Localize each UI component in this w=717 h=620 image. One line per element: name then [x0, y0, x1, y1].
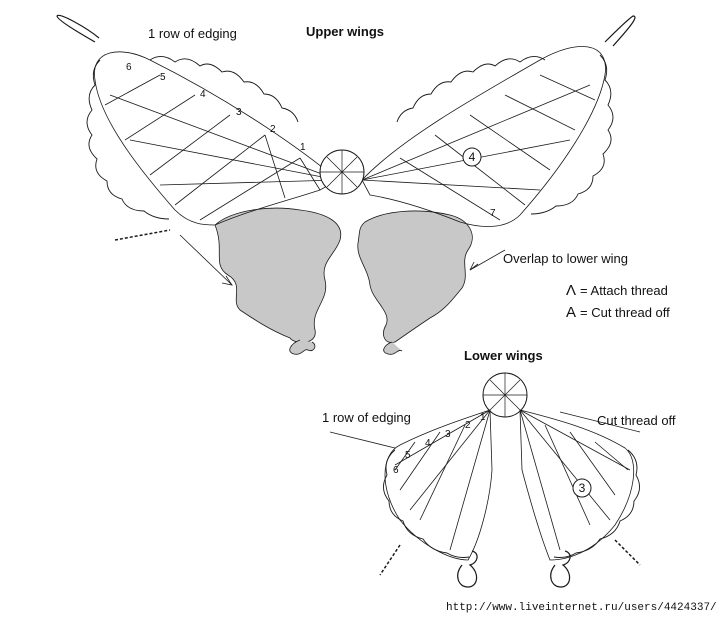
- crochet-chart: 4 1 2 3 4 5 6 7: [56, 14, 641, 588]
- cut-symbol: A: [566, 304, 577, 321]
- upper-row-number: 3: [236, 107, 242, 118]
- lower-edging-label: 1 row of edging: [322, 410, 411, 425]
- right-tail: [383, 341, 403, 355]
- lower-row-number: 4: [425, 438, 431, 449]
- left-lower-edging: [383, 449, 470, 558]
- upper-part-number: 4: [469, 150, 476, 164]
- left-thread-end: [114, 229, 171, 241]
- right-lower-edging: [553, 449, 640, 558]
- lower-part-number-circle: [572, 478, 592, 498]
- right-upper-wing: [361, 46, 606, 227]
- upper-center-spokes: [320, 150, 364, 194]
- right-hanging-loop: [604, 15, 636, 47]
- lower-row-number: 6: [393, 465, 399, 476]
- lower-pointer-arrows: [329, 411, 641, 449]
- overlap-arrows: [179, 234, 506, 286]
- left-hanging-loop: [56, 14, 100, 43]
- upper-row-number: 5: [160, 72, 166, 83]
- legend-cut: A = Cut thread off: [566, 305, 670, 320]
- attach-text: = Attach thread: [580, 283, 668, 298]
- overlap-label: Overlap to lower wing: [503, 251, 628, 266]
- lower-row-number: 5: [405, 450, 411, 461]
- upper-wings-title: Upper wings: [306, 24, 385, 39]
- lower-cut-label: Cut thread off: [597, 413, 676, 428]
- watermark-url: http://www.liveinternet.ru/users/4424337…: [446, 602, 717, 614]
- upper-row-number: 2: [270, 124, 276, 135]
- right-lower-thread-end: [614, 539, 641, 566]
- left-upper-wing: [94, 51, 339, 226]
- lower-row-number: 3: [445, 429, 451, 440]
- lower-row-number: 1: [480, 412, 486, 423]
- right-overlap-shape: [357, 210, 473, 343]
- lower-wings-title: Lower wings: [464, 348, 543, 363]
- left-lower-thread-end: [379, 544, 401, 576]
- right-upper-edging: [396, 54, 614, 215]
- upper-wings-diagram: 4 1 2 3 4 5 6 7: [56, 14, 636, 355]
- upper-edging-label: 1 row of edging: [148, 26, 237, 41]
- lower-row-number: 2: [465, 420, 471, 431]
- lower-part-number: 3: [579, 481, 586, 495]
- right-lower-wing: [519, 409, 635, 561]
- attach-symbol: Ʌ: [566, 282, 577, 299]
- lower-center-spokes: [483, 373, 527, 417]
- upper-row-number: 6: [126, 62, 132, 73]
- upper-part-number-circle: [462, 147, 482, 167]
- left-upper-edging: [86, 56, 299, 220]
- right-lower-loop: [550, 550, 571, 588]
- upper-row-number: 4: [200, 89, 206, 100]
- upper-row-number: 1: [300, 142, 306, 153]
- left-overlap-shape: [214, 207, 342, 343]
- left-tail: [289, 339, 316, 355]
- left-lower-wing: [384, 409, 493, 561]
- lower-wings-diagram: 3 1 2 3 4 5 6: [329, 372, 641, 588]
- left-lower-loop: [457, 550, 478, 588]
- legend-attach: Ʌ = Attach thread: [566, 283, 668, 298]
- cut-text: = Cut thread off: [580, 305, 670, 320]
- upper-row-number: 7: [490, 208, 496, 219]
- crochet-diagram-page: 4 1 2 3 4 5 6 7: [56, 14, 717, 614]
